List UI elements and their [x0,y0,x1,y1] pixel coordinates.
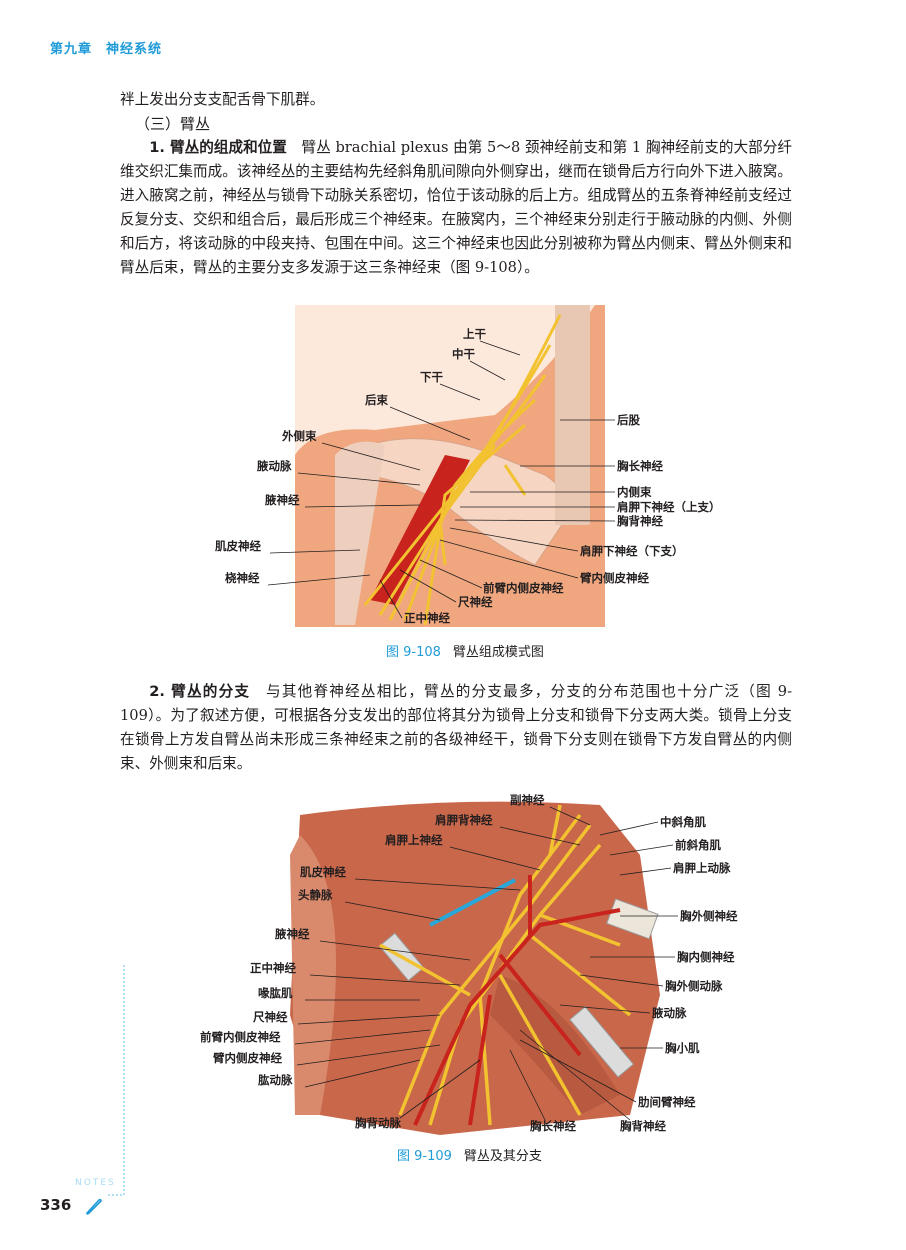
label-thoracodorsal-nerve: 胸背神经 [617,514,663,528]
label-musculocutaneous-nerve: 肌皮神经 [300,865,346,879]
label-posterior-cord: 后束 [365,393,388,407]
label-long-thoracic-nerve: 胸长神经 [617,459,663,473]
label-median-nerve: 正中神经 [404,611,450,625]
paragraph-composition: 1. 臂丛的组成和位置 臂丛 brachial plexus 由第 5～8 颈神… [120,136,792,280]
page-number: 336 [40,1196,72,1214]
label-median-nerve: 正中神经 [250,961,296,975]
label-axillary-nerve: 腋神经 [275,927,310,941]
section-heading: （三）臂丛 [135,115,211,133]
label-accessory-nerve: 副神经 [510,793,545,807]
notes-label: NOTES [75,1178,116,1188]
label-ulnar-nerve: 尺神经 [253,1010,288,1024]
label-posterior-division: 后股 [617,413,640,427]
figure-title: 臂丛组成模式图 [452,645,544,660]
label-lower-subscapular-nerve: 肩胛下神经（下支） [580,544,684,558]
figure-number: 图 9-108 [386,645,441,660]
pencil-icon [86,1198,102,1215]
label-intercostobrachial-nerve: 肋间臂神经 [638,1095,696,1109]
label-suprascapular-nerve: 肩胛上神经 [385,833,443,847]
label-brachial-artery: 肱动脉 [258,1073,293,1087]
paragraph-title: 2. 臂丛的分支 [149,683,251,700]
label-medial-cord: 内侧束 [617,485,652,499]
label-radial-nerve: 桡神经 [225,571,260,585]
figure-number: 图 9-109 [397,1149,452,1164]
body-text-top: 袢上发出分支支配舌骨下肌群。 （三）臂丛 1. 臂丛的组成和位置 臂丛 brac… [120,88,792,280]
body-text-branches: 2. 臂丛的分支 与其他脊神经丛相比，臂丛的分支最多，分支的分布范围也十分广泛（… [120,680,792,776]
label-upper-trunk: 上干 [463,327,486,341]
paragraph-text: brachial plexus 由第 5～8 颈神经前支和第 1 胸神经前支的大… [120,139,792,276]
label-thoracodorsal-artery: 胸背动脉 [355,1116,401,1130]
label-suprascapular-artery: 肩胛上动脉 [673,861,731,875]
label-medial-brachial-cutaneous-nerve: 臂内侧皮神经 [213,1051,282,1065]
label-ulnar-nerve: 尺神经 [458,595,493,609]
figure-title: 臂丛及其分支 [463,1149,542,1164]
label-lateral-pectoral-nerve: 胸外侧神经 [680,909,738,923]
label-medial-brachial-cutaneous-nerve: 臂内侧皮神经 [580,571,649,585]
label-long-thoracic-nerve: 胸长神经 [530,1119,576,1133]
term: 臂丛 [301,139,331,156]
label-pectoralis-minor: 胸小肌 [665,1041,700,1055]
label-axillary-artery: 腋动脉 [652,1006,687,1020]
label-axillary-artery: 腋动脉 [257,459,292,473]
label-axillary-nerve: 腋神经 [265,493,300,507]
label-coracobrachialis: 喙肱肌 [258,986,293,1000]
label-lateral-cord: 外侧束 [282,429,317,443]
label-anterior-scalene: 前斜角肌 [675,838,721,852]
paragraph-continuation: 袢上发出分支支配舌骨下肌群。 [120,91,325,108]
label-middle-scalene: 中斜角肌 [660,815,706,829]
paragraph-title: 1. 臂丛的组成和位置 [149,139,287,156]
figure-9-108-caption: 图 9-108 臂丛组成模式图 [386,641,544,660]
label-medial-pectoral-nerve: 胸内侧神经 [677,950,735,964]
paragraph-text: 与其他脊神经丛相比，臂丛的分支最多，分支的分布范围也十分广泛（图 9-109）。… [120,683,792,772]
figure-9-109-caption: 图 9-109 臂丛及其分支 [397,1145,542,1164]
figure-9-108-illustration [295,305,605,627]
chapter-header: 第九章 神经系统 [50,42,163,57]
paragraph-branches: 2. 臂丛的分支 与其他脊神经丛相比，臂丛的分支最多，分支的分布范围也十分广泛（… [120,680,792,776]
label-medial-antebrachial-cutaneous-nerve: 前臂内侧皮神经 [200,1030,281,1044]
label-middle-trunk: 中干 [452,347,475,361]
label-lateral-thoracic-artery: 胸外侧动脉 [665,979,723,993]
label-dorsal-scapular-nerve: 肩胛背神经 [435,813,493,827]
label-lower-trunk: 下干 [420,370,443,384]
label-upper-subscapular-nerve: 肩胛下神经（上支） [617,500,721,514]
label-cephalic-vein: 头静脉 [298,888,333,902]
label-medial-antebrachial-cutaneous-nerve: 前臂内侧皮神经 [483,581,564,595]
label-musculocutaneous-nerve: 肌皮神经 [215,539,261,553]
label-thoracodorsal-nerve: 胸背神经 [620,1119,666,1133]
